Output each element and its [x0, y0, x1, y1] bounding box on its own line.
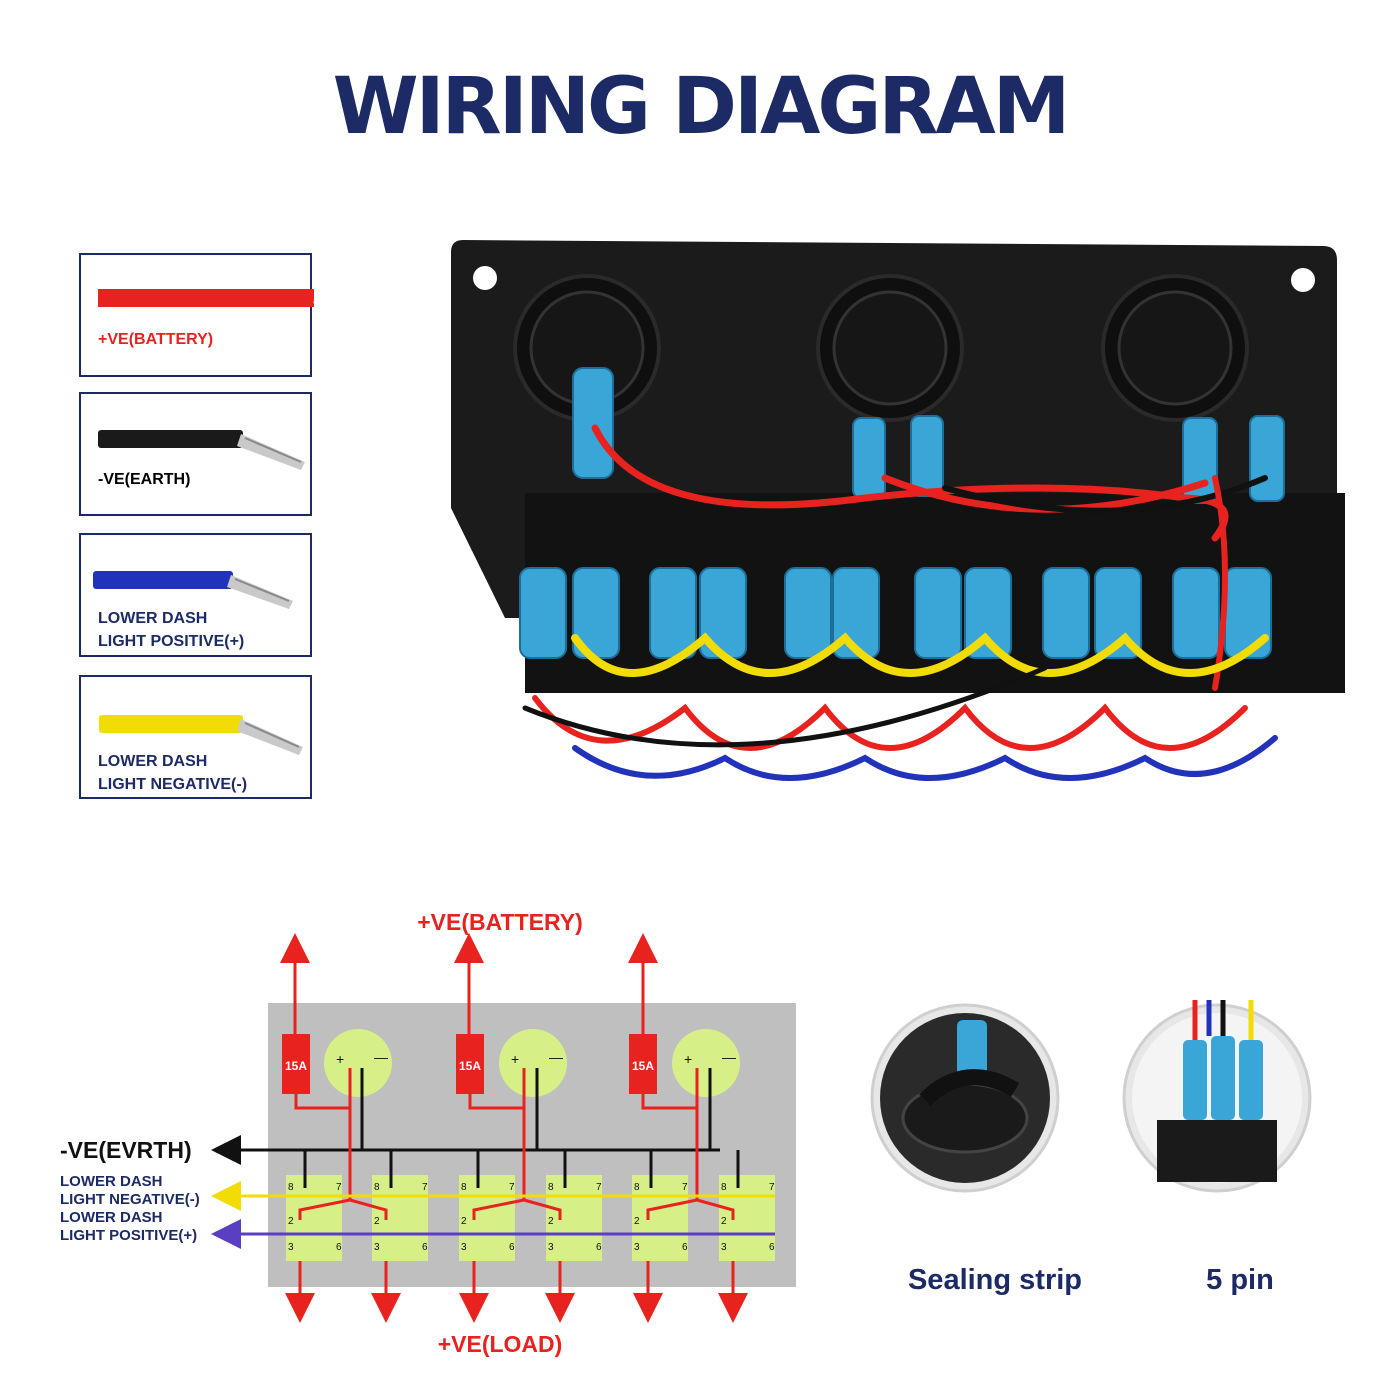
svg-text:8: 8 [288, 1182, 294, 1193]
five-pin-photo [1122, 1000, 1312, 1193]
svg-text:8: 8 [461, 1182, 467, 1193]
svg-text:6: 6 [596, 1242, 602, 1253]
legend-battery-label: +VE(BATTERY) [98, 331, 214, 348]
wiring-schematic: +VE(BATTERY) +VE(LOAD) -VE(EVRTH) LOWER … [60, 909, 796, 1357]
five-pin-caption: 5 pin [1206, 1264, 1274, 1296]
yellow-wire-icon [99, 715, 303, 755]
svg-text:3: 3 [374, 1242, 380, 1253]
svg-text:3: 3 [721, 1242, 727, 1253]
switch-panel-photo [451, 240, 1345, 781]
legend-dash-positive-line1: LOWER DASH [98, 610, 208, 627]
socket-3-minus: — [722, 1049, 736, 1065]
fuse-1-label: 15A [285, 1059, 307, 1073]
earth-label: -VE(EVRTH) [60, 1137, 192, 1163]
legend-earth: -VE(EARTH) [79, 392, 312, 516]
legend-dash-negative: LOWER DASH LIGHT NEGATIVE(-) [79, 675, 312, 799]
socket-symbol-2: + — [499, 1029, 567, 1097]
socket-2 [816, 274, 964, 422]
switch-blocks [286, 1175, 775, 1261]
svg-text:8: 8 [634, 1182, 640, 1193]
page-title: WIRING DIAGRAM [332, 62, 1071, 152]
red-wire-icon [98, 289, 314, 307]
svg-text:2: 2 [548, 1216, 554, 1227]
svg-text:2: 2 [634, 1216, 640, 1227]
svg-text:3: 3 [288, 1242, 294, 1253]
neg-label-line2: LIGHT NEGATIVE(-) [60, 1191, 200, 1208]
legend-earth-label: -VE(EARTH) [98, 471, 191, 488]
svg-text:3: 3 [634, 1242, 640, 1253]
socket-symbol-1: + — [324, 1029, 392, 1097]
fuse-2-label: 15A [459, 1059, 481, 1073]
svg-text:2: 2 [374, 1216, 380, 1227]
svg-text:3: 3 [461, 1242, 467, 1253]
socket-2-minus: — [549, 1049, 563, 1065]
neg-label-line1: LOWER DASH [60, 1173, 163, 1190]
fuse-3-label: 15A [632, 1059, 654, 1073]
svg-text:8: 8 [548, 1182, 554, 1193]
fuse-1: 15A [282, 1034, 310, 1094]
legend-battery: +VE(BATTERY) [79, 253, 314, 377]
legend-dash-positive-line2: LIGHT POSITIVE(+) [98, 633, 245, 650]
svg-text:3: 3 [548, 1242, 554, 1253]
load-label: +VE(LOAD) [438, 1331, 563, 1357]
svg-text:6: 6 [422, 1242, 428, 1253]
black-wire-icon [98, 430, 305, 470]
legend-dash-negative-line2: LIGHT NEGATIVE(-) [98, 776, 248, 793]
svg-text:2: 2 [461, 1216, 467, 1227]
svg-text:7: 7 [596, 1182, 602, 1193]
svg-text:7: 7 [336, 1182, 342, 1193]
svg-text:6: 6 [509, 1242, 515, 1253]
svg-text:7: 7 [509, 1182, 515, 1193]
svg-text:6: 6 [682, 1242, 688, 1253]
battery-label: +VE(BATTERY) [417, 909, 582, 935]
svg-text:2: 2 [288, 1216, 294, 1227]
svg-text:6: 6 [769, 1242, 775, 1253]
legend-dash-positive: LOWER DASH LIGHT POSITIVE(+) [79, 533, 312, 657]
sealing-strip-caption: Sealing strip [907, 1264, 1083, 1296]
blue-wire-icon [93, 571, 293, 609]
svg-text:8: 8 [374, 1182, 380, 1193]
socket-2-plus: + [511, 1051, 519, 1067]
socket-3-plus: + [684, 1051, 692, 1067]
svg-text:7: 7 [682, 1182, 688, 1193]
svg-text:8: 8 [721, 1182, 727, 1193]
fuse-2: 15A [456, 1034, 484, 1094]
socket-1-minus: — [374, 1049, 388, 1065]
pos-label-line1: LOWER DASH [60, 1209, 163, 1226]
svg-text:2: 2 [721, 1216, 727, 1227]
sealing-strip-photo [870, 1003, 1060, 1193]
svg-text:7: 7 [769, 1182, 775, 1193]
socket-symbol-3: + — [672, 1029, 740, 1097]
pos-label-line2: LIGHT POSITIVE(+) [60, 1227, 197, 1244]
socket-3 [1101, 274, 1249, 422]
svg-text:6: 6 [336, 1242, 342, 1253]
socket-1-plus: + [336, 1051, 344, 1067]
fuse-3: 15A [629, 1034, 657, 1094]
legend-dash-negative-line1: LOWER DASH [98, 753, 208, 770]
detail-photos [870, 1000, 1312, 1193]
svg-text:7: 7 [422, 1182, 428, 1193]
